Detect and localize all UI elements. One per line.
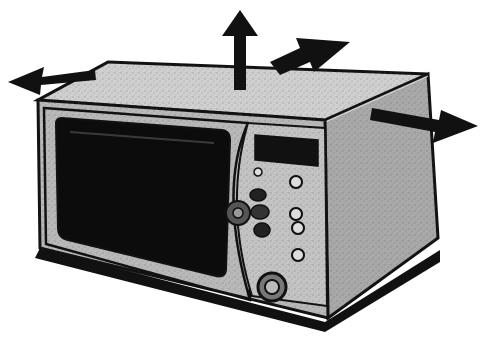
key-2 <box>251 205 269 219</box>
button-4 <box>292 249 304 261</box>
key-3 <box>254 223 270 237</box>
indicator-dot <box>254 168 262 176</box>
button-3 <box>292 222 304 234</box>
button-2 <box>290 208 302 220</box>
button-1 <box>290 176 302 188</box>
display-window <box>255 135 318 166</box>
key-1 <box>250 189 266 201</box>
